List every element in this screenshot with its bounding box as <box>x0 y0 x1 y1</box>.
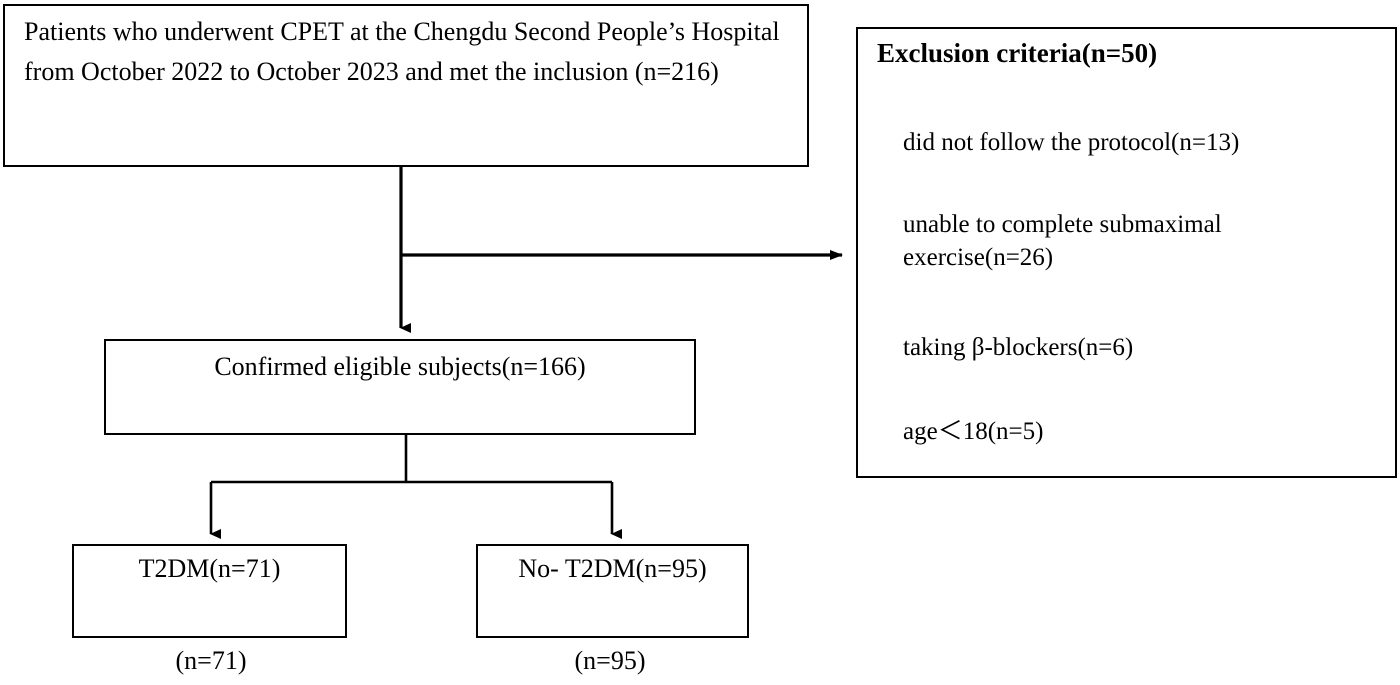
eligible-subjects-text: Confirmed eligible subjects(n=166) <box>214 352 586 381</box>
no-t2dm-group-caption: (n=95) <box>574 646 646 675</box>
exclusion-item-unable-to-complete-submaximal-exercise: unable to complete submaximal exercise(n… <box>903 211 1222 271</box>
exclusion-item-age-under-18: age＜18(n=5) <box>903 418 1044 445</box>
exclusion-criteria-title: Exclusion criteria(n=50) <box>877 38 1158 68</box>
t2dm-group-caption: (n=71) <box>175 646 247 675</box>
exclusion-criteria-box <box>856 27 1397 478</box>
inclusion-box <box>3 4 809 167</box>
exclusion-item-taking-beta-blockers: taking β-blockers(n=6) <box>903 334 1134 361</box>
no-t2dm-group-box <box>476 544 749 638</box>
t2dm-group-box <box>72 544 347 638</box>
no-t2dm-group-label: No- T2DM(n=95) <box>518 554 707 583</box>
inclusion-box-text: Patients who underwent CPET at the Cheng… <box>24 17 780 86</box>
eligible-subjects-box <box>104 339 696 435</box>
t2dm-group-label: T2DM(n=71) <box>138 554 281 583</box>
exclusion-item-did-not-follow-protocol: did not follow the protocol(n=13) <box>903 129 1240 156</box>
